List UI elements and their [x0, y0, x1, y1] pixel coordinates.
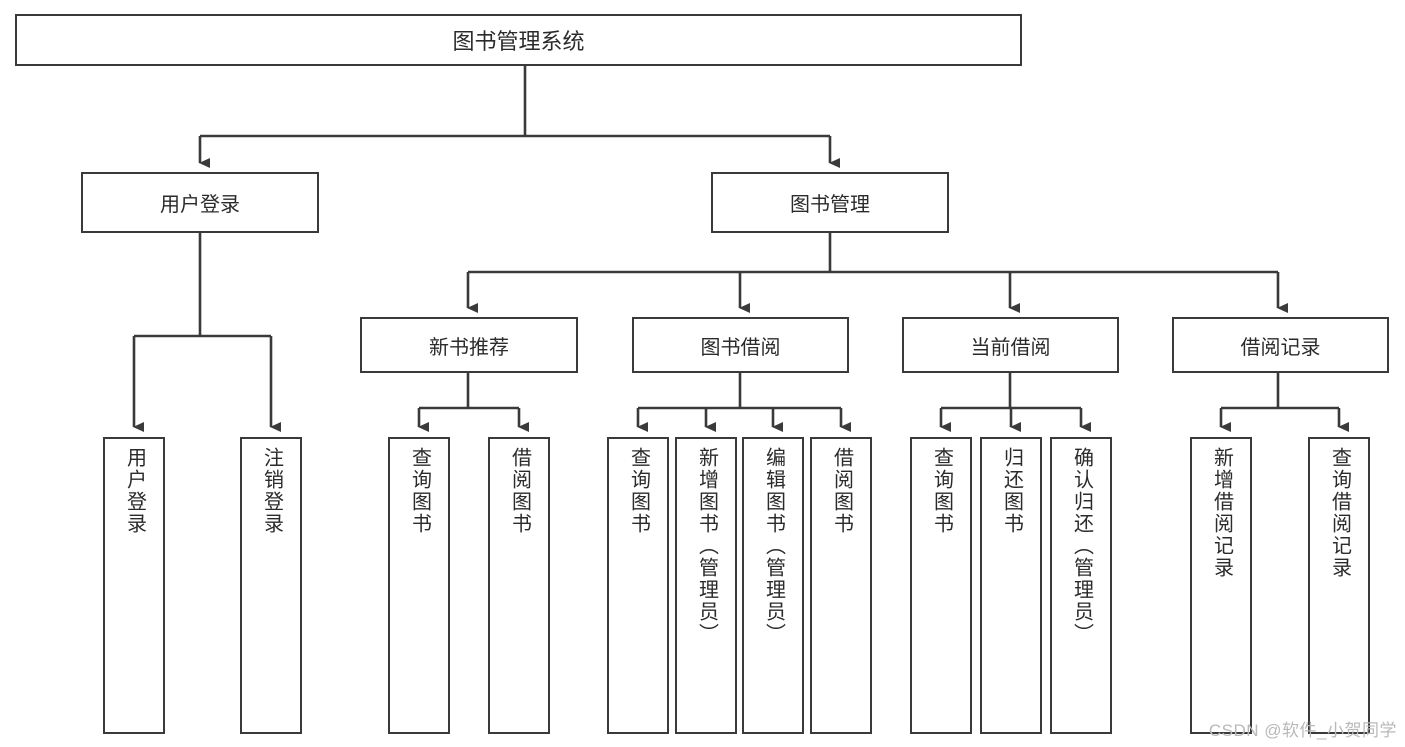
node-leaf-query-record[interactable]: 查询借阅记录: [1308, 437, 1370, 734]
node-leaf-user-login-label: 用户登录: [123, 447, 146, 535]
node-book-borrow[interactable]: 图书借阅: [632, 317, 849, 373]
node-leaf-borrow-book-2[interactable]: 借阅图书: [810, 437, 872, 734]
node-current-borrow[interactable]: 当前借阅: [902, 317, 1119, 373]
node-current-borrow-label: 当前借阅: [970, 336, 1051, 359]
node-leaf-add-book[interactable]: 新增图书（管理员）: [675, 437, 737, 734]
node-leaf-borrow-book-1-label: 借阅图书: [508, 447, 531, 535]
node-user-login[interactable]: 用户登录: [81, 172, 319, 233]
node-book-borrow-label: 图书借阅: [700, 336, 781, 359]
node-leaf-edit-book-label: 编辑图书（管理员）: [762, 447, 785, 645]
node-borrow-record-label: 借阅记录: [1240, 336, 1321, 359]
node-new-book-rec[interactable]: 新书推荐: [360, 317, 578, 373]
watermark: CSDN @软件_小贺同学: [1208, 721, 1397, 740]
node-leaf-confirm-return-label: 确认归还（管理员）: [1070, 447, 1093, 645]
node-leaf-borrow-book-1[interactable]: 借阅图书: [488, 437, 550, 734]
node-leaf-return-book[interactable]: 归还图书: [980, 437, 1042, 734]
node-leaf-query-book-2-label: 查询图书: [627, 447, 650, 535]
node-leaf-query-book-3[interactable]: 查询图书: [910, 437, 972, 734]
node-borrow-record[interactable]: 借阅记录: [1172, 317, 1389, 373]
node-leaf-add-book-label: 新增图书（管理员）: [695, 447, 718, 645]
node-root-label: 图书管理系统: [452, 29, 585, 54]
node-leaf-add-record[interactable]: 新增借阅记录: [1190, 437, 1252, 734]
node-leaf-edit-book[interactable]: 编辑图书（管理员）: [742, 437, 804, 734]
node-root[interactable]: 图书管理系统: [15, 14, 1022, 66]
node-leaf-logout-label: 注销登录: [260, 447, 283, 535]
node-leaf-add-record-label: 新增借阅记录: [1210, 447, 1233, 579]
node-leaf-logout[interactable]: 注销登录: [240, 437, 302, 734]
node-leaf-query-record-label: 查询借阅记录: [1328, 447, 1351, 579]
node-leaf-query-book-1[interactable]: 查询图书: [388, 437, 450, 734]
node-user-login-label: 用户登录: [160, 194, 240, 216]
node-leaf-query-book-3-label: 查询图书: [930, 447, 953, 535]
node-book-manage[interactable]: 图书管理: [711, 172, 949, 233]
node-leaf-return-book-label: 归还图书: [1000, 447, 1023, 535]
node-book-manage-label: 图书管理: [790, 194, 870, 216]
node-leaf-borrow-book-2-label: 借阅图书: [830, 447, 853, 535]
node-leaf-query-book-1-label: 查询图书: [408, 447, 431, 535]
node-leaf-user-login[interactable]: 用户登录: [103, 437, 165, 734]
node-leaf-query-book-2[interactable]: 查询图书: [607, 437, 669, 734]
node-leaf-confirm-return[interactable]: 确认归还（管理员）: [1050, 437, 1112, 734]
node-new-book-rec-label: 新书推荐: [429, 336, 509, 359]
